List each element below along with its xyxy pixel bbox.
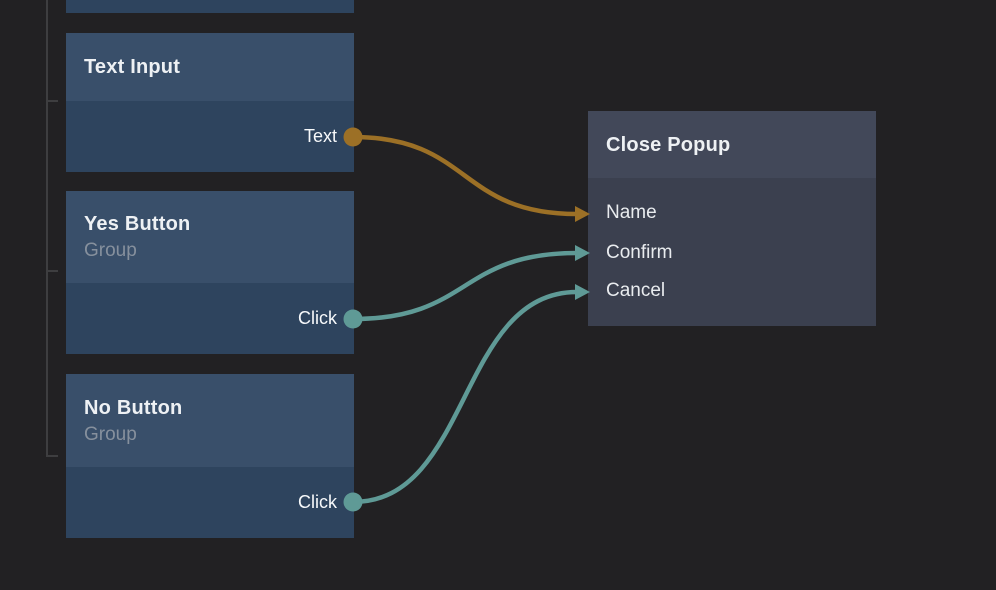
connection-wire-text-input-text-to-close-popup-name[interactable] [350,134,580,217]
node-close-popup-header[interactable]: Close Popup [588,111,876,178]
input-port-name[interactable]: Name [606,202,657,223]
output-port-text[interactable]: Text [66,101,354,172]
node-text-input[interactable]: Text Input Text [66,33,354,172]
node-close-popup-body: Name Confirm Cancel [588,178,876,326]
clipped-node-top[interactable] [66,0,354,13]
node-yes-button-header[interactable]: Yes Button Group [66,191,354,283]
node-text-input-header[interactable]: Text Input [66,33,354,101]
node-no-button[interactable]: No Button Group Click [66,374,354,538]
node-title: Close Popup [606,133,731,156]
node-yes-button[interactable]: Yes Button Group Click [66,191,354,354]
input-port-cancel[interactable]: Cancel [606,280,666,301]
guide-connection-line [46,0,58,457]
node-title: Yes Button [84,213,191,235]
node-no-button-header[interactable]: No Button Group [66,374,354,467]
output-port-label: Text [303,126,337,146]
connection-wire-no-button-click-to-close-popup-cancel[interactable] [350,289,580,505]
node-subtitle: Group [84,240,137,261]
node-no-button-body: Click [66,467,354,538]
node-yes-button-body: Click [66,283,354,354]
output-port-label: Click [298,308,337,328]
node-close-popup[interactable]: Close Popup Name Confirm Cancel [588,111,876,326]
input-port-confirm[interactable]: Confirm [606,242,673,263]
node-subtitle: Group [84,423,137,445]
node-title: No Button [84,396,183,419]
output-port-click[interactable]: Click [66,283,354,354]
output-port-click[interactable]: Click [66,467,354,538]
output-port-label: Click [298,492,337,512]
connection-wire-yes-button-click-to-close-popup-confirm[interactable] [350,250,580,322]
node-text-input-body: Text [66,101,354,172]
node-title: Text Input [84,56,181,78]
